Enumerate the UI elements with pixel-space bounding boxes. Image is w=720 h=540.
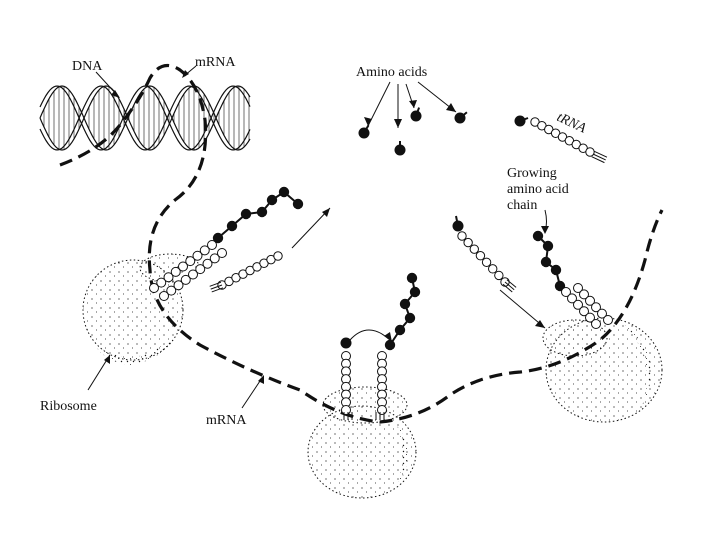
trna-top-right [514, 115, 608, 164]
arrowheads [104, 70, 549, 384]
trna-with-chain-upper-left [149, 186, 304, 301]
ribosome-right [542, 317, 663, 423]
growing-chain-label-line2: amino acid [507, 182, 569, 197]
free-amino-acids [358, 107, 468, 156]
mrna-strand [59, 63, 664, 424]
dna-label: DNA [72, 59, 103, 74]
trna-released-left [209, 251, 283, 293]
arrows [87, 65, 547, 409]
trna-pair-center [340, 272, 421, 420]
growing-chain-label-line3: chain [507, 198, 537, 213]
trna-released-right [452, 215, 517, 293]
mrna-label-bottom: mRNA [206, 413, 247, 428]
ribosome-label: Ribosome [40, 399, 97, 414]
amino-acids-label: Amino acids [356, 65, 427, 80]
dna-double-helix [39, 85, 251, 151]
trna-with-growing-chain [532, 230, 613, 329]
mrna-label-top: mRNA [195, 55, 236, 70]
growing-chain-label-line1: Growing [507, 166, 557, 181]
